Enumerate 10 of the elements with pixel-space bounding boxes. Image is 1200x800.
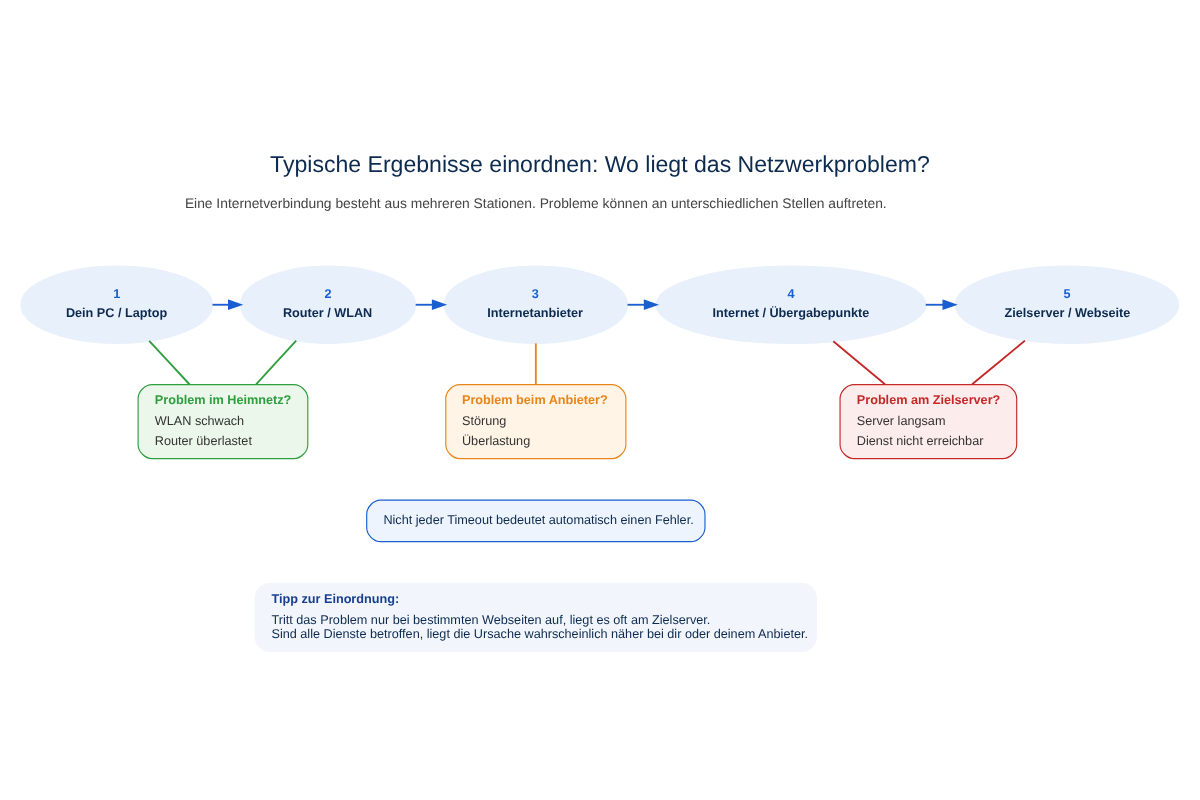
arrow [924, 299, 958, 311]
arrow [414, 299, 448, 311]
connector [255, 339, 298, 386]
arrow [626, 299, 660, 311]
connector [148, 340, 191, 386]
connector [534, 342, 537, 386]
connector [832, 340, 886, 386]
connector [971, 339, 1026, 386]
diagram-title: Typische Ergebnisse einordnen: Wo liegt das Netzwerkproblem? [270, 153, 930, 178]
arrow [211, 299, 244, 311]
